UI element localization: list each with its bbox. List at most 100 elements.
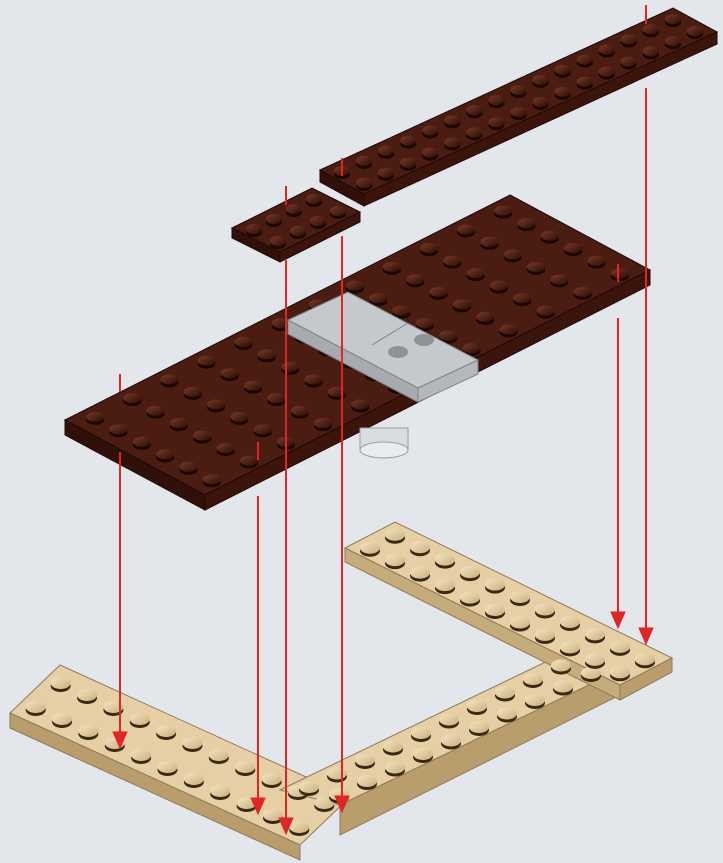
stud <box>527 262 545 272</box>
stud <box>577 55 593 65</box>
stud <box>86 412 104 422</box>
stud <box>26 701 46 713</box>
stud <box>555 65 571 75</box>
stud <box>610 641 630 653</box>
stud <box>385 554 405 566</box>
tan-left-arm-top <box>10 665 350 845</box>
long-brown-plate <box>320 8 717 206</box>
stud <box>369 293 387 303</box>
long-plate-side <box>364 32 717 206</box>
stud <box>183 737 203 749</box>
stud <box>510 616 530 628</box>
stud <box>230 412 248 422</box>
stud <box>457 224 475 234</box>
tan-front-arm-top <box>280 655 620 805</box>
stud <box>476 312 494 322</box>
stud <box>290 226 306 236</box>
stud <box>485 579 505 591</box>
stud <box>258 349 276 359</box>
stud <box>430 287 448 297</box>
stud <box>610 666 630 678</box>
stud <box>574 287 592 297</box>
stud <box>488 95 504 105</box>
stud <box>392 306 410 316</box>
stud <box>553 681 573 693</box>
stud <box>525 694 545 706</box>
stud <box>160 374 178 384</box>
stud <box>385 762 405 774</box>
long-plate-top <box>320 8 717 194</box>
stud <box>466 127 482 137</box>
stud <box>439 714 459 726</box>
stud <box>244 381 262 391</box>
stud <box>267 393 285 403</box>
stud <box>328 387 346 397</box>
stud <box>435 554 455 566</box>
stud <box>281 362 299 372</box>
stud <box>443 256 461 266</box>
stud <box>400 158 416 168</box>
stud <box>356 156 372 166</box>
stud <box>197 356 215 366</box>
stud <box>406 274 424 284</box>
stud <box>439 331 457 341</box>
stud <box>385 529 405 541</box>
stud <box>587 256 605 266</box>
stud <box>305 374 323 384</box>
stud <box>314 418 332 428</box>
stud <box>599 44 615 54</box>
stud <box>581 667 601 679</box>
stud <box>351 399 369 409</box>
stud <box>621 56 637 66</box>
stud <box>533 75 549 85</box>
stud <box>560 641 580 653</box>
stud <box>490 281 508 291</box>
stud <box>444 115 460 125</box>
stud <box>356 178 372 188</box>
stud <box>254 424 272 434</box>
stud <box>460 566 480 578</box>
stud <box>327 768 347 780</box>
stud <box>535 629 555 641</box>
stud <box>537 306 555 316</box>
stud <box>306 194 322 204</box>
stud <box>410 567 430 579</box>
stud <box>564 243 582 253</box>
stud <box>460 592 480 604</box>
stud <box>497 708 517 720</box>
stud <box>378 146 394 156</box>
stud <box>535 603 555 615</box>
gray-stud <box>388 346 408 358</box>
stud <box>158 761 178 773</box>
stud <box>299 781 319 793</box>
stud <box>346 281 364 291</box>
stud <box>270 236 286 246</box>
stud <box>210 785 230 797</box>
stud <box>533 97 549 107</box>
stud <box>383 262 401 272</box>
stud <box>485 604 505 616</box>
stud <box>410 541 430 553</box>
stud <box>551 660 571 672</box>
stud <box>130 713 150 725</box>
stud <box>585 654 605 666</box>
stud <box>266 214 282 224</box>
placement-arrow <box>611 264 625 628</box>
stud <box>550 274 568 284</box>
stud <box>413 748 433 760</box>
stud <box>51 677 71 689</box>
stud <box>310 216 326 226</box>
stud <box>123 393 141 403</box>
stud <box>495 687 515 699</box>
stud <box>466 105 482 115</box>
stud <box>217 443 235 453</box>
stud <box>504 249 522 259</box>
stud <box>422 148 438 158</box>
stud <box>78 725 98 737</box>
stud <box>286 204 302 214</box>
stud <box>383 741 403 753</box>
stud <box>462 343 480 353</box>
stud <box>411 727 431 739</box>
stud <box>246 224 262 234</box>
